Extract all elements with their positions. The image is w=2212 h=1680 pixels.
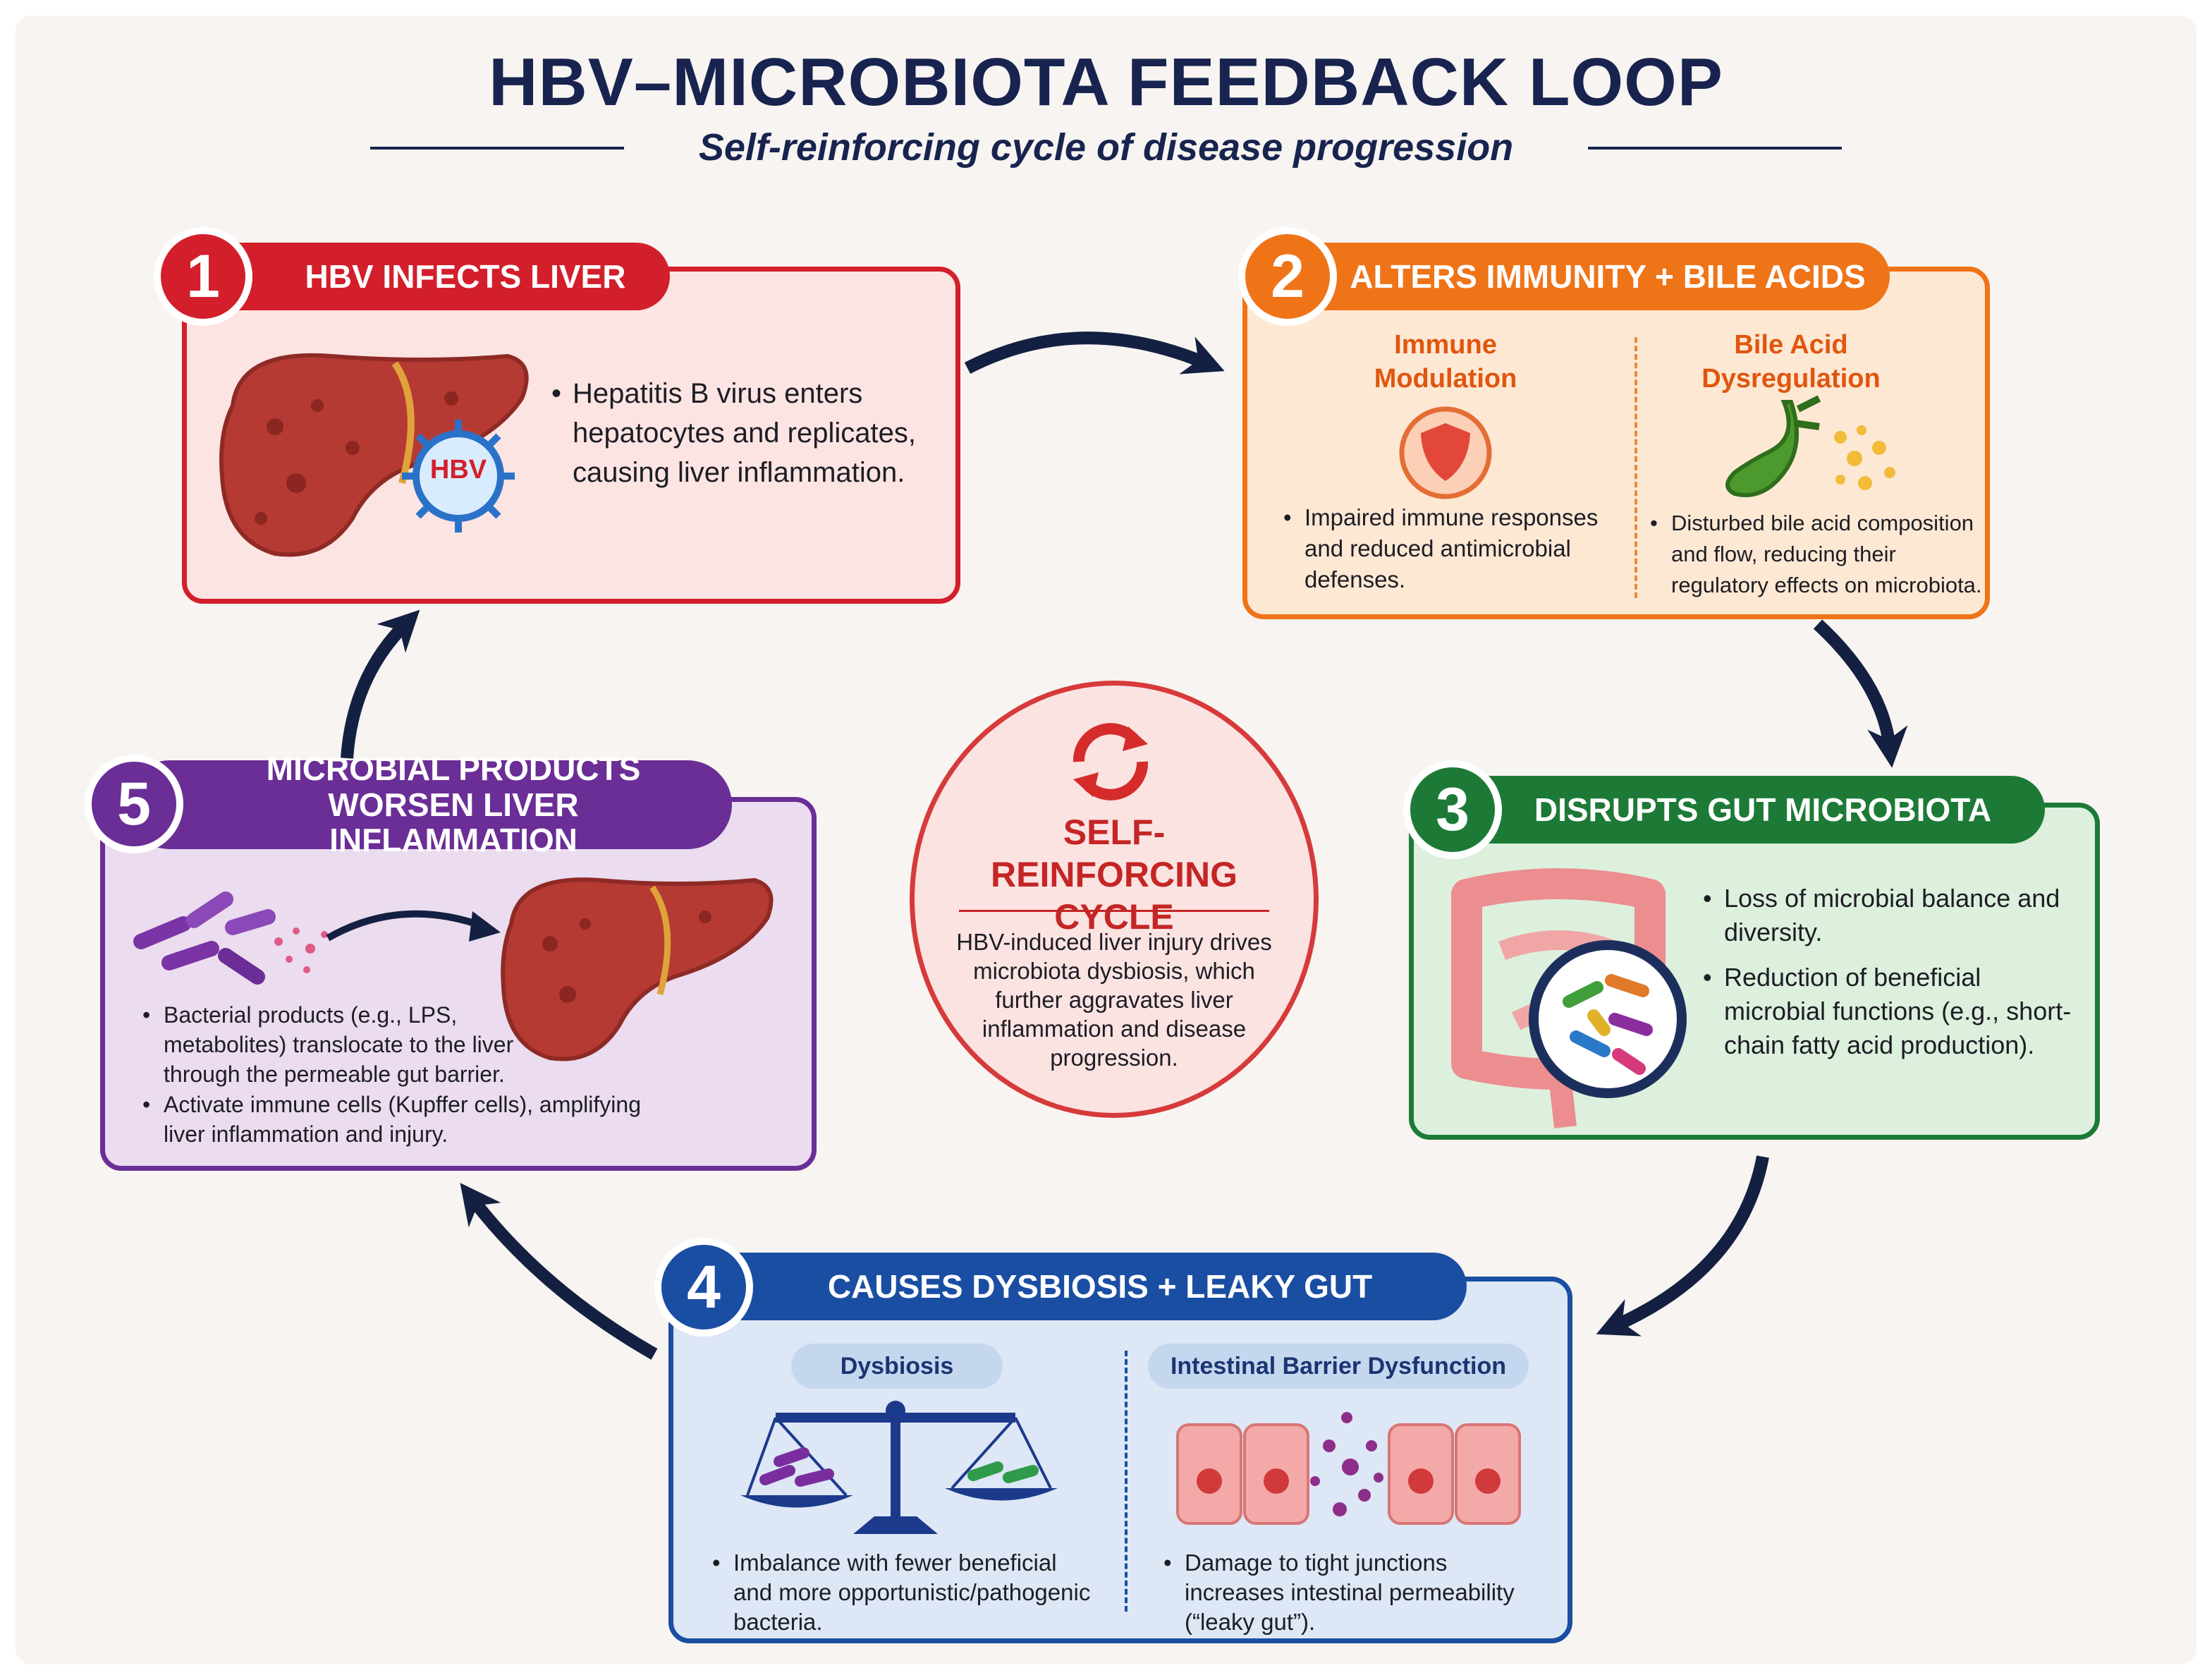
bullet-dot: •: [1650, 511, 1658, 535]
center-text: HBV-induced liver injury drives microbio…: [956, 929, 1272, 1071]
center-circle: [910, 681, 1319, 1118]
step-2-left-heading: Immune Modulation: [1374, 330, 1517, 394]
step-4-divider: [1125, 1351, 1128, 1612]
arrow-2-to-3: [1813, 619, 1908, 768]
step-2-right-bullet: • Disturbed bile acid composition and flo…: [1650, 508, 1988, 601]
center-heading: SELF-REINFORCING CYCLE: [991, 812, 1238, 937]
bullet-dot: •: [551, 378, 562, 409]
step-3-bullet-2: • Reduction of beneficial microbial funct…: [1703, 961, 2077, 1062]
step-1-bullet: • Hepatitis B virus enters hepatocytes an…: [551, 374, 939, 492]
magnifier-icon: [1529, 940, 1687, 1098]
step-2-divider: [1634, 337, 1637, 598]
bacteria-icon: [1563, 974, 1653, 1075]
step-5-bullet-1: • Bacterial products (e.g., LPS, metaboli…: [142, 1000, 544, 1089]
bullet-dot: •: [712, 1550, 721, 1576]
step-4-right-bullet: • Damage to tight junctions increases int…: [1163, 1548, 1551, 1637]
arrow-4-to-5: [460, 1183, 658, 1360]
step-2-card: [1242, 267, 1990, 619]
step-5-text-2: Activate immune cells (Kupffer cells), a…: [164, 1092, 641, 1147]
step-3-banner: DISRUPTS GUT MICROBIOTA: [1431, 776, 2045, 844]
step-3-bullet-1: • Loss of microbial balance and diversity…: [1703, 882, 2077, 949]
virus-label: HBV: [429, 455, 487, 485]
center-divider: [959, 910, 1269, 912]
bacteria-icon: [759, 1447, 1039, 1487]
step-5-badge: 5: [85, 755, 183, 853]
step-4-right-heading: Intestinal Barrier Dysfunction: [1148, 1344, 1529, 1389]
step-4-left-heading: Dysbiosis: [791, 1344, 1003, 1389]
step-4-right-text: Damage to tight junctions increases inte…: [1185, 1550, 1515, 1635]
cycle-arrows-icon: [1073, 723, 1149, 801]
liver-icon: [219, 353, 529, 557]
bacteria-icon: [133, 891, 328, 985]
arrow-3-to-4: [1596, 1155, 1769, 1337]
subtitle-rule-left: [370, 147, 624, 150]
shield-icon: [1399, 406, 1492, 499]
step-4-left-bullet: • Imbalance with fewer beneficial and mor…: [712, 1548, 1100, 1637]
liver-icon: [501, 877, 774, 1061]
bullet-dot: •: [142, 1092, 151, 1117]
gallbladder-icon: [1725, 395, 1821, 497]
subtitle-container: Self-reinforcing cycle of disease progre…: [0, 126, 2212, 169]
arrow-bacteria-to-liver: [326, 910, 501, 942]
step-4-left-text: Imbalance with fewer beneficial and more…: [733, 1550, 1091, 1635]
bullet-dot: •: [1283, 504, 1292, 530]
virus-icon: [402, 420, 515, 532]
bullet-dot: •: [1703, 963, 1712, 992]
step-2-banner: ALTERS IMMUNITY + BILE ACIDS: [1262, 243, 1890, 310]
step-3-text-2: Reduction of beneficial microbial functi…: [1724, 963, 2072, 1059]
step-5-text-1: Bacterial products (e.g., LPS, metabolit…: [164, 1002, 514, 1087]
arrow-5-to-1: [341, 609, 420, 759]
page-title: HBV–MICROBIOTA FEEDBACK LOOP: [489, 44, 1723, 120]
step-1-banner: HBV INFECTS LIVER: [204, 243, 670, 310]
step-1-text: Hepatitis B virus enters hepatocytes and…: [573, 378, 916, 488]
step-2-left-text: Impaired immune responses and reduced an…: [1304, 504, 1599, 592]
step-4-badge: 4: [654, 1238, 753, 1337]
step-2-left-bullet: • Impaired immune responses and reduced a…: [1283, 502, 1601, 595]
step-1-badge: 1: [154, 227, 252, 326]
bullet-dot: •: [1163, 1550, 1172, 1576]
page-subtitle: Self-reinforcing cycle of disease progre…: [698, 126, 1514, 169]
epithelium-cells-icon: [1176, 1412, 1521, 1525]
step-5-bullet-2: • Activate immune cells (Kupffer cells), …: [142, 1090, 657, 1149]
step-5-banner: MICROBIAL PRODUCTS WORSEN LIVER INFLAMMA…: [126, 751, 732, 858]
arrow-1-to-2: [964, 331, 1225, 375]
bullet-dot: •: [1703, 884, 1712, 913]
step-3-badge: 3: [1403, 760, 1502, 859]
step-4-banner: CAUSES DYSBIOSIS + LEAKY GUT: [691, 1253, 1467, 1320]
bile-droplets-icon: [1834, 425, 1895, 490]
step-3-text-1: Loss of microbial balance and diversity.: [1724, 884, 2060, 946]
step-2-badge: 2: [1238, 227, 1337, 326]
balance-scale-icon: [740, 1401, 1058, 1534]
step-2-right-heading: Bile Acid Dysregulation: [1701, 330, 1881, 394]
bullet-dot: •: [142, 1002, 151, 1028]
step-2-right-text: Disturbed bile acid composition and flow…: [1671, 511, 1982, 597]
subtitle-rule-right: [1588, 147, 1842, 150]
